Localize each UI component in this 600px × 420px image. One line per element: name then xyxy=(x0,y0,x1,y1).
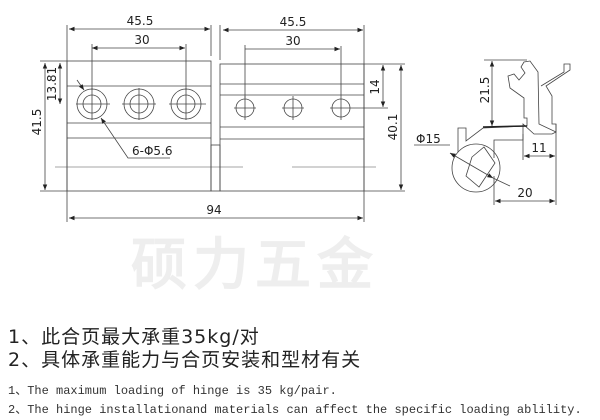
note-en-1: 1、The maximum loading of hinge is 35 kg/… xyxy=(8,384,337,398)
left-hole xyxy=(169,88,206,120)
dim-right-hole-spacing: 30 xyxy=(285,34,300,48)
dim-profile-width-small: 11 xyxy=(531,141,546,155)
hinge-profile-section xyxy=(451,59,571,205)
dim-knuckle-diameter: Φ15 xyxy=(416,132,441,146)
left-hole xyxy=(76,88,110,120)
dim-total-width: 94 xyxy=(206,203,221,217)
dim-left-hole-spacing: 30 xyxy=(134,33,149,47)
hinge-technical-drawing: 硕力五金 xyxy=(30,14,571,298)
dim-profile-height: 21.5 xyxy=(478,77,492,104)
watermark: 硕力五金 xyxy=(131,233,379,298)
left-leaf xyxy=(55,60,243,192)
right-hole xyxy=(234,96,256,120)
hinge-knuckle xyxy=(210,144,221,192)
right-leaf xyxy=(219,46,388,192)
dim-right-width: 45.5 xyxy=(280,15,307,29)
dim-right-height: 40.1 xyxy=(386,114,400,141)
dim-profile-width: 20 xyxy=(517,186,532,200)
dim-right-hole-offset: 14 xyxy=(368,79,382,94)
dim-holes: 6-Φ5.6 xyxy=(132,144,173,158)
right-hole xyxy=(282,96,304,120)
dim-left-height: 41.5 xyxy=(30,109,44,136)
right-hole xyxy=(330,46,388,120)
dim-left-hole-offset: 13.81 xyxy=(45,67,59,101)
note-cn-2: 2、具体承重能力与合页安装和型材有关 xyxy=(8,349,362,371)
left-hole xyxy=(122,88,156,120)
note-cn-1: 1、此合页最大承重35kg/对 xyxy=(8,326,260,348)
dim-left-width: 45.5 xyxy=(127,14,154,28)
note-en-2: 2、The hinge installationand materials ca… xyxy=(8,403,582,417)
